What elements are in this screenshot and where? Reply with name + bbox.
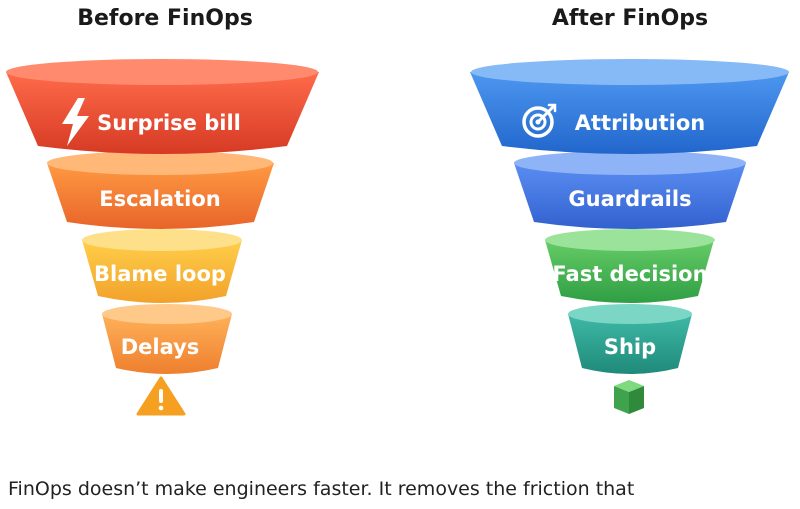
before-stage-escalation-label: Escalation: [99, 187, 220, 211]
after-stage-guardrails: Guardrails: [514, 151, 746, 229]
before-funnel: Delays Blame loop Escalation Surprise bi…: [6, 59, 319, 416]
after-stage-attribution-label: Attribution: [575, 111, 705, 135]
after-funnel: Ship Fast decision Guardrails Attrib: [470, 59, 789, 414]
after-title: After FinOps: [551, 6, 709, 31]
after-stage-ship-label: Ship: [604, 335, 656, 359]
after-stage-fast-decision: Fast decision: [545, 229, 715, 303]
before-stage-blame-loop-label: Blame loop: [94, 262, 226, 286]
after-stage-fast-decision-label: Fast decision: [552, 262, 707, 286]
after-stage-attribution: Attribution: [470, 59, 789, 154]
before-title: Before FinOps: [77, 6, 253, 31]
after-stage-guardrails-label: Guardrails: [568, 187, 691, 211]
before-stage-escalation: Escalation: [47, 151, 274, 229]
before-stage-surprise-bill: Surprise bill: [6, 59, 319, 154]
box-icon: [614, 380, 644, 414]
target-icon: [522, 103, 557, 138]
before-stage-surprise-bill-label: Surprise bill: [97, 111, 241, 135]
lightning-bolt-icon: [62, 98, 89, 146]
warning-triangle-icon: [136, 376, 186, 416]
after-stage-ship: Ship: [568, 304, 692, 374]
before-stage-delays: Delays: [102, 304, 232, 374]
before-stage-delays-label: Delays: [121, 335, 200, 359]
before-stage-blame-loop: Blame loop: [82, 229, 242, 303]
caption-text: FinOps doesn’t make engineers faster. It…: [8, 478, 635, 500]
